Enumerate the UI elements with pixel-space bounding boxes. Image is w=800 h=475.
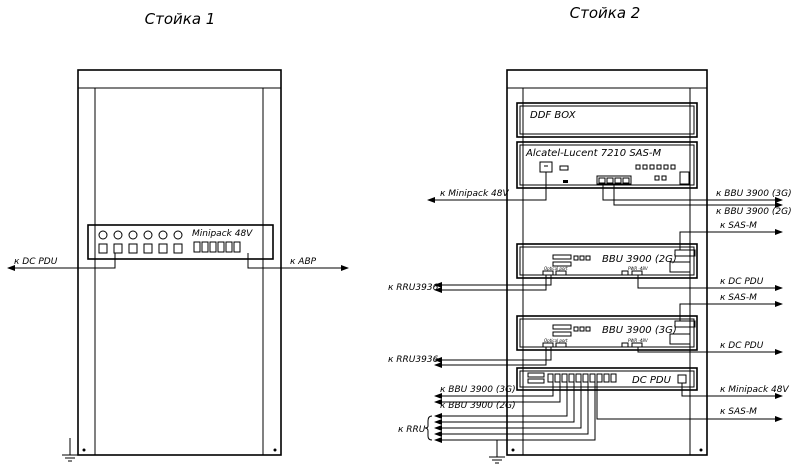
- label-bbu2g-to-sasm: к SAS-M: [720, 221, 757, 231]
- rack2-frame: [506, 69, 708, 456]
- wire-to-bbu3g: [602, 184, 783, 203]
- bbu3g-optical-port-label: Optical port: [544, 338, 568, 343]
- wire-dcpdu-to-bbu2g: [434, 382, 561, 405]
- label-bbu2g-to-dcpdu: к DC PDU: [720, 277, 764, 287]
- wire-dcpdu-to-sasm: [596, 382, 783, 422]
- wire-bbu2g-to-rru-a: [434, 275, 552, 288]
- label-dcpdu-to-minipack: к Minipack 48V: [720, 385, 789, 395]
- label-dcpdu-to-bbu2g: к BBU 3900 (2G): [440, 401, 516, 411]
- wire-bbu3g-to-sasm: [679, 301, 783, 321]
- bbu-3900-2g: BBU 3900 (2G) Optical port PWR -48V: [516, 243, 698, 279]
- wire-to-bbu2g: [613, 184, 783, 208]
- wire-bbu2g-to-rru-b: [434, 275, 547, 293]
- label-to-dc-pdu: к DC PDU: [14, 257, 58, 267]
- label-dcpdu-to-sasm: к SAS-M: [720, 407, 757, 417]
- wire-dcpdu-to-bbu3g: [434, 382, 554, 399]
- wires-dcpdu-to-rru: [424, 382, 596, 443]
- label-bbu3g-to-rru: к RRU3936: [388, 355, 439, 365]
- label-bbu3g-to-dcpdu: к DC PDU: [720, 341, 764, 351]
- label-to-bbu3g-right: к BBU 3900 (3G): [716, 189, 792, 199]
- label-bbu3g-to-sasm: к SAS-M: [720, 293, 757, 303]
- rack1-frame: [77, 69, 282, 456]
- label-to-avr: к АВР: [290, 257, 317, 267]
- wire-to-minipack: [427, 172, 547, 203]
- rack2-title: Стойка 2: [570, 4, 641, 22]
- label-dcpdu-to-bbu3g: к BBU 3900 (3G): [440, 385, 516, 395]
- bbu3g-pwr-label: PWR -48V: [628, 338, 648, 343]
- label-bbu2g-to-rru: к RRU3936: [388, 283, 439, 293]
- ddf-box-label: DDF BOX: [530, 110, 577, 121]
- dc-pdu: DC PDU: [516, 367, 698, 391]
- label-to-bbu2g-right: к BBU 3900 (2G): [716, 207, 792, 217]
- ddf-box: DDF BOX: [516, 102, 698, 138]
- wire-to-dc-pdu: [7, 253, 116, 271]
- minipack-48v: Minipack 48V: [87, 224, 274, 260]
- wire-bbu3g-to-dcpdu: [637, 347, 783, 355]
- wire-bbu3g-to-rru-b: [434, 347, 547, 368]
- wire-bbu2g-to-sasm: [679, 229, 783, 250]
- label-to-minipack: к Minipack 48V: [440, 189, 509, 199]
- wire-bbu3g-to-rru-a: [434, 347, 552, 363]
- rack1-title: Стойка 1: [145, 10, 216, 28]
- dcpdu-label: DC PDU: [632, 375, 672, 386]
- alcatel-label: Alcatel-Lucent 7210 SAS-M: [525, 148, 661, 159]
- bbu2g-label: BBU 3900 (2G): [602, 254, 677, 265]
- wire-to-avr: [247, 253, 349, 271]
- wire-dcpdu-to-minipack: [681, 383, 783, 399]
- bbu-3900-3g: BBU 3900 (3G) Optical port PWR -48V: [516, 315, 698, 351]
- bbu2g-pwr-label: PWR -48V: [628, 266, 648, 271]
- rack2-ground-icon: [489, 440, 505, 464]
- bbu2g-optical-port-label: Optical port: [544, 266, 568, 271]
- rack1-ground-icon: [62, 438, 78, 462]
- bbu3g-label: BBU 3900 (3G): [602, 325, 677, 336]
- label-dcpdu-to-rru: к RRU: [398, 425, 426, 435]
- minipack-label: Minipack 48V: [192, 229, 253, 239]
- rru-brace: [424, 415, 433, 441]
- wire-bbu2g-to-dcpdu: [637, 275, 783, 291]
- alcatel-sas-m: Alcatel-Lucent 7210 SAS-M: [516, 141, 698, 189]
